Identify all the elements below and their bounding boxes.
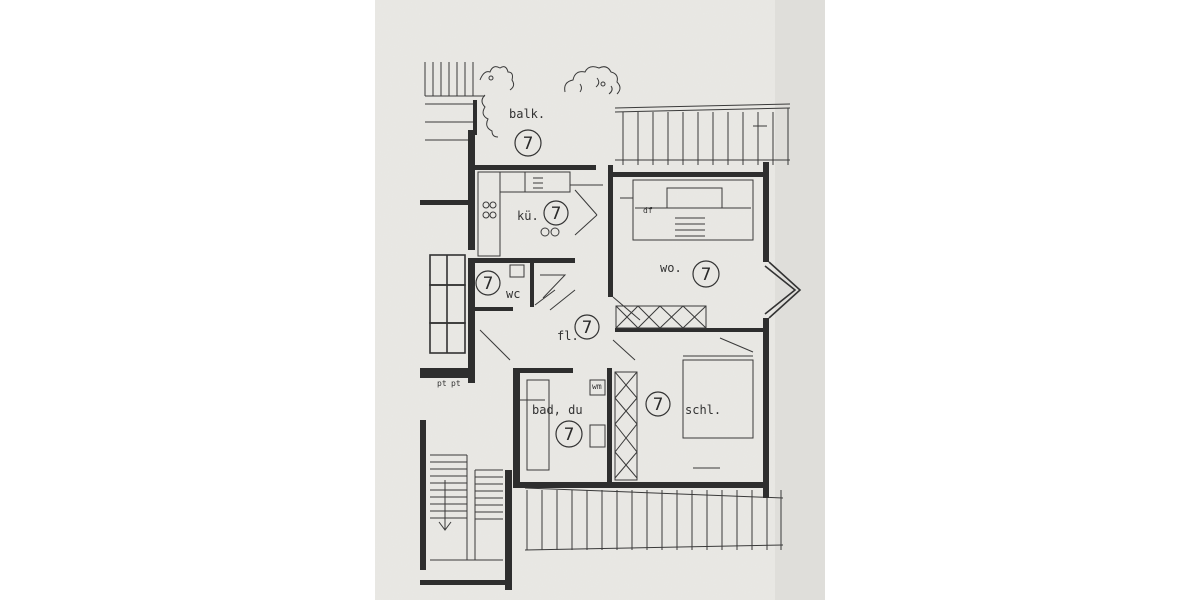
walls <box>420 100 802 590</box>
room-number-balkon: 7 <box>523 134 534 154</box>
annotation-wm: wm <box>592 382 602 391</box>
left-shaft <box>429 254 466 354</box>
room-number-kueche: 7 <box>551 204 562 224</box>
room-flur: fl. 7 <box>557 314 600 343</box>
annotation-pt-left: pt <box>437 379 447 388</box>
room-wc: 7 wc <box>475 270 520 301</box>
room-label-balkon: balk. <box>509 107 545 121</box>
annotation-df: df <box>643 206 653 215</box>
room-schlafen: 7 schl. <box>645 391 721 417</box>
room-number-wc: 7 <box>483 274 494 294</box>
annotation-pt-right: pt <box>451 379 461 388</box>
room-kueche: kü. 7 <box>517 200 569 226</box>
room-wohnen: wo. 7 <box>660 260 720 288</box>
room-number-wohnen: 7 <box>701 265 712 285</box>
room-number-bad: 7 <box>564 425 575 445</box>
room-number-circle-balkon <box>514 129 542 157</box>
room-label-wc: wc <box>506 287 520 301</box>
left-balcony-railing <box>424 62 485 141</box>
door-swings <box>479 289 636 361</box>
terrace-hatch-bottom <box>524 487 784 551</box>
room-balkon: balk. 7 <box>509 107 545 157</box>
room-label-flur: fl. <box>557 329 579 343</box>
room-number-circle-flur <box>574 314 600 340</box>
balcony-plants <box>479 66 621 138</box>
terrace-hatch-top <box>614 103 791 165</box>
floor-plan-sheet: balk. 7 kü. 7 7 wc wo. 7 fl. 7 bad, du 7… <box>375 0 825 600</box>
room-number-flur: 7 <box>582 318 593 338</box>
bedroom-fittings <box>614 337 754 481</box>
room-number-circle-kueche <box>543 200 569 226</box>
room-number-circle-schlafen <box>645 391 671 417</box>
room-number-circle-wc <box>475 270 501 296</box>
room-label-schlafen: schl. <box>685 403 721 417</box>
floor-plan: balk. 7 kü. 7 7 wc wo. 7 fl. 7 bad, du 7… <box>375 0 825 600</box>
room-number-circle-wohnen <box>692 260 720 288</box>
wc-fittings <box>509 264 567 306</box>
living-fittings <box>620 179 754 241</box>
bath-fittings <box>520 379 606 471</box>
hall-wardrobe <box>612 296 707 329</box>
room-bad: bad, du 7 <box>532 403 583 448</box>
room-number-circle-bad <box>555 420 583 448</box>
staircase <box>430 454 503 561</box>
room-label-bad: bad, du <box>532 403 583 417</box>
room-label-wohnen: wo. <box>660 261 682 275</box>
room-label-kueche: kü. <box>517 209 539 223</box>
room-number-schlafen: 7 <box>653 395 664 415</box>
kitchen-fittings <box>477 171 603 257</box>
